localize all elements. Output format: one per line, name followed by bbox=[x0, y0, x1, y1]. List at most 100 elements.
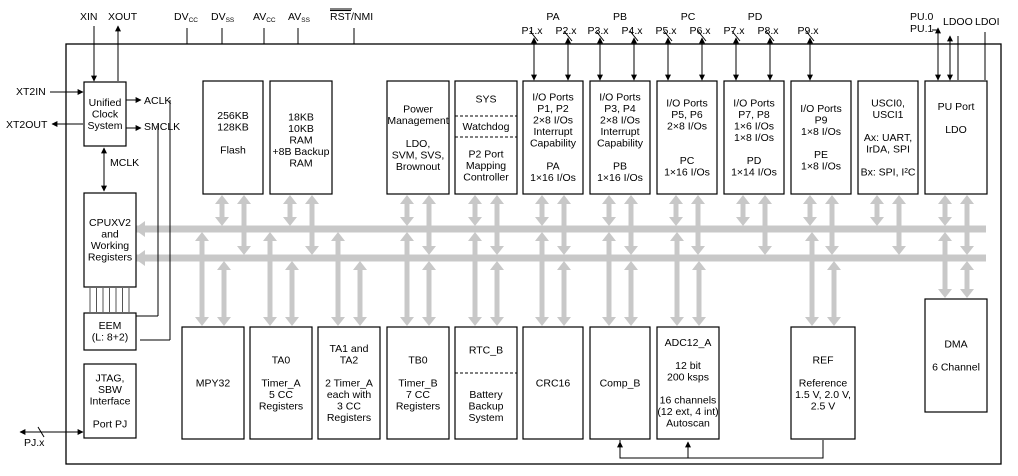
ta1-label-line: 3 CC bbox=[337, 400, 361, 412]
xout-label: XOUT bbox=[108, 11, 138, 23]
ref-addr-connector bbox=[805, 232, 819, 326]
pe-label-line: PE bbox=[814, 149, 828, 161]
dvss-label: DVSS bbox=[211, 11, 235, 24]
mpy32-addr-connector bbox=[195, 232, 209, 326]
flash-data-connector bbox=[237, 195, 251, 255]
ref-comp-adc-wire bbox=[619, 440, 824, 459]
pc-data-connector bbox=[691, 195, 705, 255]
ref-block bbox=[790, 326, 856, 440]
power-label-line: Management bbox=[387, 115, 448, 127]
power-data-connector bbox=[422, 195, 436, 255]
sys_mid-label: Watchdog bbox=[463, 121, 510, 133]
usci-data-connector bbox=[892, 195, 906, 255]
jtag-label-line: Port PJ bbox=[93, 418, 127, 430]
flash-label-line: 256KB bbox=[217, 110, 249, 122]
puport-addr-connector bbox=[938, 195, 952, 226]
power-management-block bbox=[386, 80, 450, 195]
rtc-addr-connector bbox=[468, 232, 482, 326]
sys_bot-label-line: P2 Port bbox=[468, 148, 503, 160]
ta1-label-line: Registers bbox=[327, 412, 371, 424]
aclk-label: ACLK bbox=[144, 95, 171, 107]
pc-label-line: 2×8 I/Os bbox=[667, 120, 707, 132]
pd-label-line: P7, P8 bbox=[738, 109, 770, 121]
clock-label-line: Unified bbox=[89, 97, 122, 109]
clock-eem-wire bbox=[140, 126, 159, 317]
ram-block bbox=[269, 80, 333, 195]
adc-data-connector bbox=[692, 261, 706, 326]
pjx-label: PJ.x bbox=[24, 437, 45, 449]
pc-label-line: P5, P6 bbox=[671, 109, 703, 121]
ta1-label-line: TA2 bbox=[340, 354, 359, 366]
pin-label-P7-x: P7.x bbox=[723, 25, 745, 37]
flash-block bbox=[202, 80, 264, 195]
ref-label-line: REF bbox=[813, 354, 834, 366]
pa-label-line: PA bbox=[546, 161, 559, 173]
pin-label-P2-x: P2.x bbox=[555, 25, 577, 37]
pin-bus-slash bbox=[595, 30, 605, 42]
ta0-label-line: 5 CC bbox=[269, 389, 293, 401]
clock-label-line: Clock bbox=[92, 108, 119, 120]
crc-label-line: CRC16 bbox=[536, 377, 571, 389]
tb0-label-line: 7 CC bbox=[406, 389, 430, 401]
crc16-block bbox=[522, 326, 584, 440]
cpu-label-line: CPUXV2 bbox=[89, 217, 131, 229]
pin-bus-slash bbox=[697, 30, 707, 42]
pc-label-line: PC bbox=[680, 155, 695, 167]
xin-label: XIN bbox=[80, 11, 98, 23]
pb-label-line: 1×16 I/Os bbox=[597, 172, 643, 184]
cpu-label-line: and bbox=[101, 229, 119, 241]
pa-label-line: 1×16 I/Os bbox=[530, 172, 576, 184]
ta0-block bbox=[249, 326, 313, 440]
ta0-label-line: TA0 bbox=[272, 354, 291, 366]
rtc_bot-label-line: System bbox=[468, 412, 503, 424]
usci-addr-connector bbox=[870, 195, 884, 226]
pe-label-line: I/O Ports bbox=[800, 103, 841, 115]
pin-bus-slash bbox=[663, 30, 673, 42]
rtc_top-label-line: RTC_B bbox=[469, 344, 503, 356]
pin-bus-slash bbox=[563, 30, 573, 42]
rtc_top-label: RTC_B bbox=[469, 344, 503, 356]
dvcc-label: DVCC bbox=[174, 11, 198, 24]
usci-block bbox=[857, 80, 919, 195]
pc-label-line: 1×16 I/Os bbox=[664, 166, 710, 178]
rst-nmi-label: RST/NMI bbox=[330, 11, 373, 23]
clock-eem-wire-2 bbox=[140, 100, 171, 341]
crc16-data-connector bbox=[557, 261, 571, 326]
usci-label-line: Bx: SPI, I²C bbox=[861, 166, 916, 178]
pa-label-line: P1, P2 bbox=[537, 103, 569, 115]
flash-label-line: 128KB bbox=[217, 122, 249, 134]
usci-label-line: USCI1 bbox=[873, 109, 904, 121]
port-pd-block bbox=[723, 80, 785, 195]
sys_mid-label-line: Watchdog bbox=[463, 121, 510, 133]
signal-layer: XIN XOUT DVCC DVSS AVCC AVSS RST/NMI XT2… bbox=[6, 8, 1000, 449]
adc-label-line: (12 ext, 4 int) bbox=[657, 406, 718, 418]
pe-label-line: 1×8 I/Os bbox=[801, 126, 841, 138]
puport-data-connector bbox=[960, 195, 974, 255]
pb-label-line: PB bbox=[613, 161, 627, 173]
cpu-data-link bbox=[136, 254, 148, 262]
dma-label-line: 6 Channel bbox=[932, 361, 980, 373]
puport-label-line: LDO bbox=[945, 124, 967, 136]
power-label-line: LDO, bbox=[406, 138, 431, 150]
mclk-label: MCLK bbox=[110, 157, 139, 169]
smclk-label: SMCLK bbox=[144, 121, 180, 133]
ref-label-line: 1.5 V, 2.0 V, bbox=[795, 389, 851, 401]
ram-addr-connector bbox=[283, 195, 297, 226]
pd-label-line: I/O Ports bbox=[733, 97, 774, 109]
data-bus bbox=[145, 254, 986, 262]
ldoi-label: LDOI bbox=[975, 16, 1000, 28]
pin-label-P5-x: P5.x bbox=[655, 25, 677, 37]
ldoo-label: LDOO bbox=[943, 16, 973, 28]
port-pe-block bbox=[790, 80, 852, 195]
pe-label-line: 1×8 I/Os bbox=[801, 161, 841, 173]
pd-data-connector bbox=[758, 195, 772, 255]
pin-label-P3-x: P3.x bbox=[587, 25, 609, 37]
